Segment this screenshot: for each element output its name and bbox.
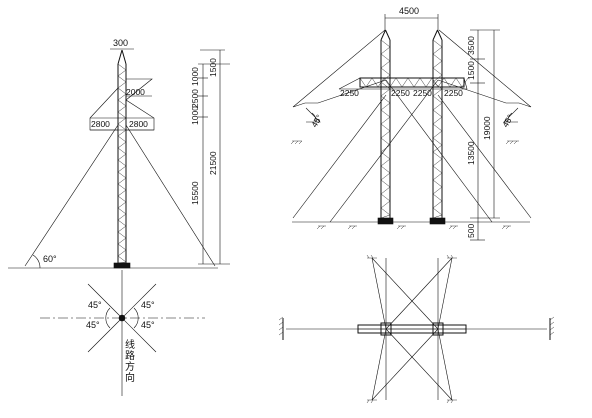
portal-dimensions: 3500 1500 13500 500 19000 bbox=[466, 29, 500, 241]
mast-lattice bbox=[117, 63, 127, 264]
dim-1000-b: 1000 bbox=[190, 106, 200, 125]
dimension-column-1: 1000 2500 1000 15500 bbox=[190, 63, 230, 265]
guy-wire-lower-left bbox=[292, 94, 387, 219]
plan-mast-node bbox=[118, 314, 126, 322]
dim-1500-right: 1500 bbox=[466, 61, 476, 80]
portal-plan-view bbox=[278, 254, 555, 404]
crossarm-dim-4: 2250 bbox=[444, 88, 463, 98]
dim-13500: 13500 bbox=[466, 141, 476, 165]
portal-base-right bbox=[429, 217, 446, 225]
dimension-column-2: 1500 21500 bbox=[200, 49, 225, 264]
guy-wire-upper-right bbox=[437, 29, 532, 108]
lower-crossarm: 2800 2800 bbox=[89, 87, 155, 131]
plan-angle-bottom-left: 45° bbox=[86, 320, 100, 330]
portal-tower-elevation: 45° 45° bbox=[290, 6, 532, 241]
single-mast-tower-elevation: 300 2000 2800 2800 60° bbox=[8, 38, 230, 269]
dim-3500: 3500 bbox=[466, 36, 476, 55]
dim-2500: 2500 bbox=[190, 89, 200, 108]
ground-hatch bbox=[290, 140, 519, 230]
guy-wire-right bbox=[125, 124, 216, 267]
lower-arm-left-label: 2800 bbox=[91, 119, 110, 129]
plan-leg-right bbox=[432, 322, 444, 336]
guy-angle-left-label: 45° bbox=[309, 113, 324, 129]
plan-leg-left bbox=[380, 322, 392, 336]
plan-angle-bottom-right: 45° bbox=[141, 320, 155, 330]
guy-wire-lower-right bbox=[437, 94, 532, 219]
dim-1500: 1500 bbox=[208, 58, 218, 77]
crossarm-dim-2: 2250 bbox=[391, 88, 410, 98]
top-spacing-label: 4500 bbox=[399, 6, 419, 16]
mast-base bbox=[113, 262, 131, 269]
single-mast-plan-view: 45° 45° 45° 45° 线路方向 bbox=[40, 270, 205, 396]
dim-19000: 19000 bbox=[482, 116, 492, 140]
upper-crossarm: 2000 bbox=[125, 78, 153, 101]
crossarm-dim-3: 2250 bbox=[413, 88, 432, 98]
lower-arm-right-label: 2800 bbox=[129, 119, 148, 129]
portal-base-left bbox=[377, 217, 394, 225]
upper-arm-label: 2000 bbox=[126, 87, 145, 97]
top-width-label: 300 bbox=[113, 38, 128, 48]
plan-angle-top-right: 45° bbox=[141, 300, 155, 310]
plan-angle-top-left: 45° bbox=[88, 300, 102, 310]
portal-leg-left bbox=[380, 29, 391, 218]
portal-leg-right bbox=[432, 29, 443, 218]
guy-angle-right-label: 45° bbox=[500, 113, 515, 129]
dim-1000-a: 1000 bbox=[190, 67, 200, 86]
dim-500: 500 bbox=[466, 224, 476, 238]
guy-angle-label: 60° bbox=[43, 254, 57, 264]
guy-wire-left bbox=[24, 124, 119, 267]
crossarm-dim-1: 2250 bbox=[340, 88, 359, 98]
dim-21500: 21500 bbox=[208, 151, 218, 175]
line-direction-label: 线路方向 bbox=[125, 338, 135, 384]
portal-lattice bbox=[380, 39, 443, 219]
portal-crossarm: 2250 2250 2250 2250 bbox=[338, 77, 469, 98]
dim-15500: 15500 bbox=[190, 181, 200, 205]
guy-wire-upper-left bbox=[292, 29, 387, 108]
